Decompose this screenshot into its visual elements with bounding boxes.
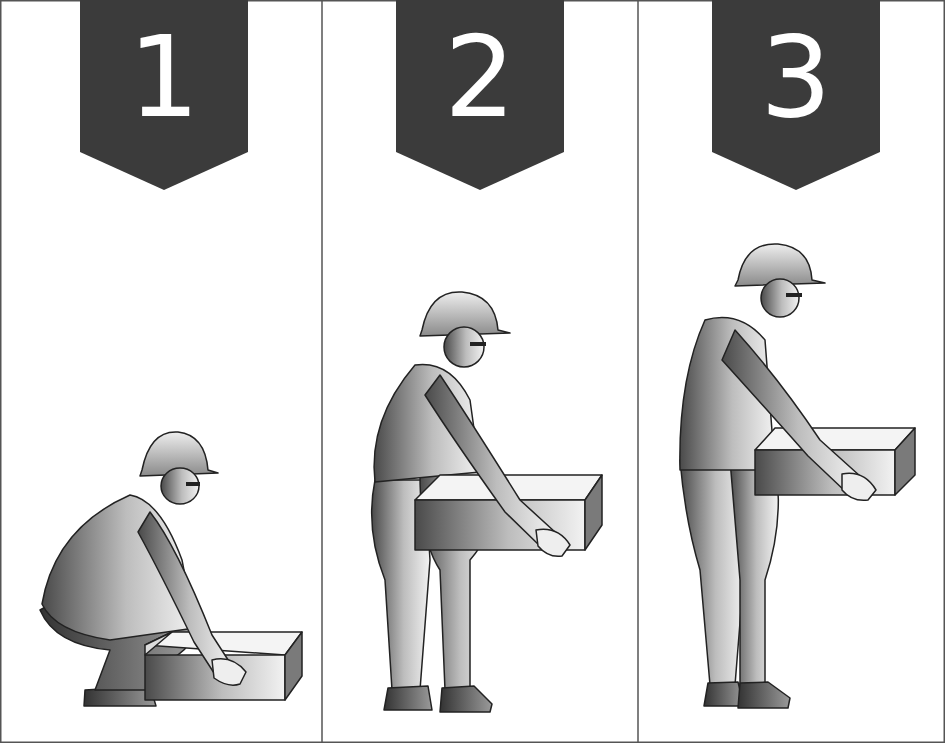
banner-fill <box>80 0 248 190</box>
step-number: 2 <box>396 0 564 142</box>
step-banner: 3 <box>712 0 880 190</box>
worker-standing <box>680 244 915 708</box>
panel-divider <box>637 0 639 743</box>
banner-fill <box>396 0 564 190</box>
worker-rising <box>372 292 602 712</box>
banner-fill <box>712 0 880 190</box>
panel-divider <box>321 0 323 743</box>
step-number: 1 <box>80 0 248 142</box>
step-banner: 1 <box>80 0 248 190</box>
step-banner: 2 <box>396 0 564 190</box>
worker-squatting <box>40 432 302 706</box>
step-number: 3 <box>712 0 880 142</box>
